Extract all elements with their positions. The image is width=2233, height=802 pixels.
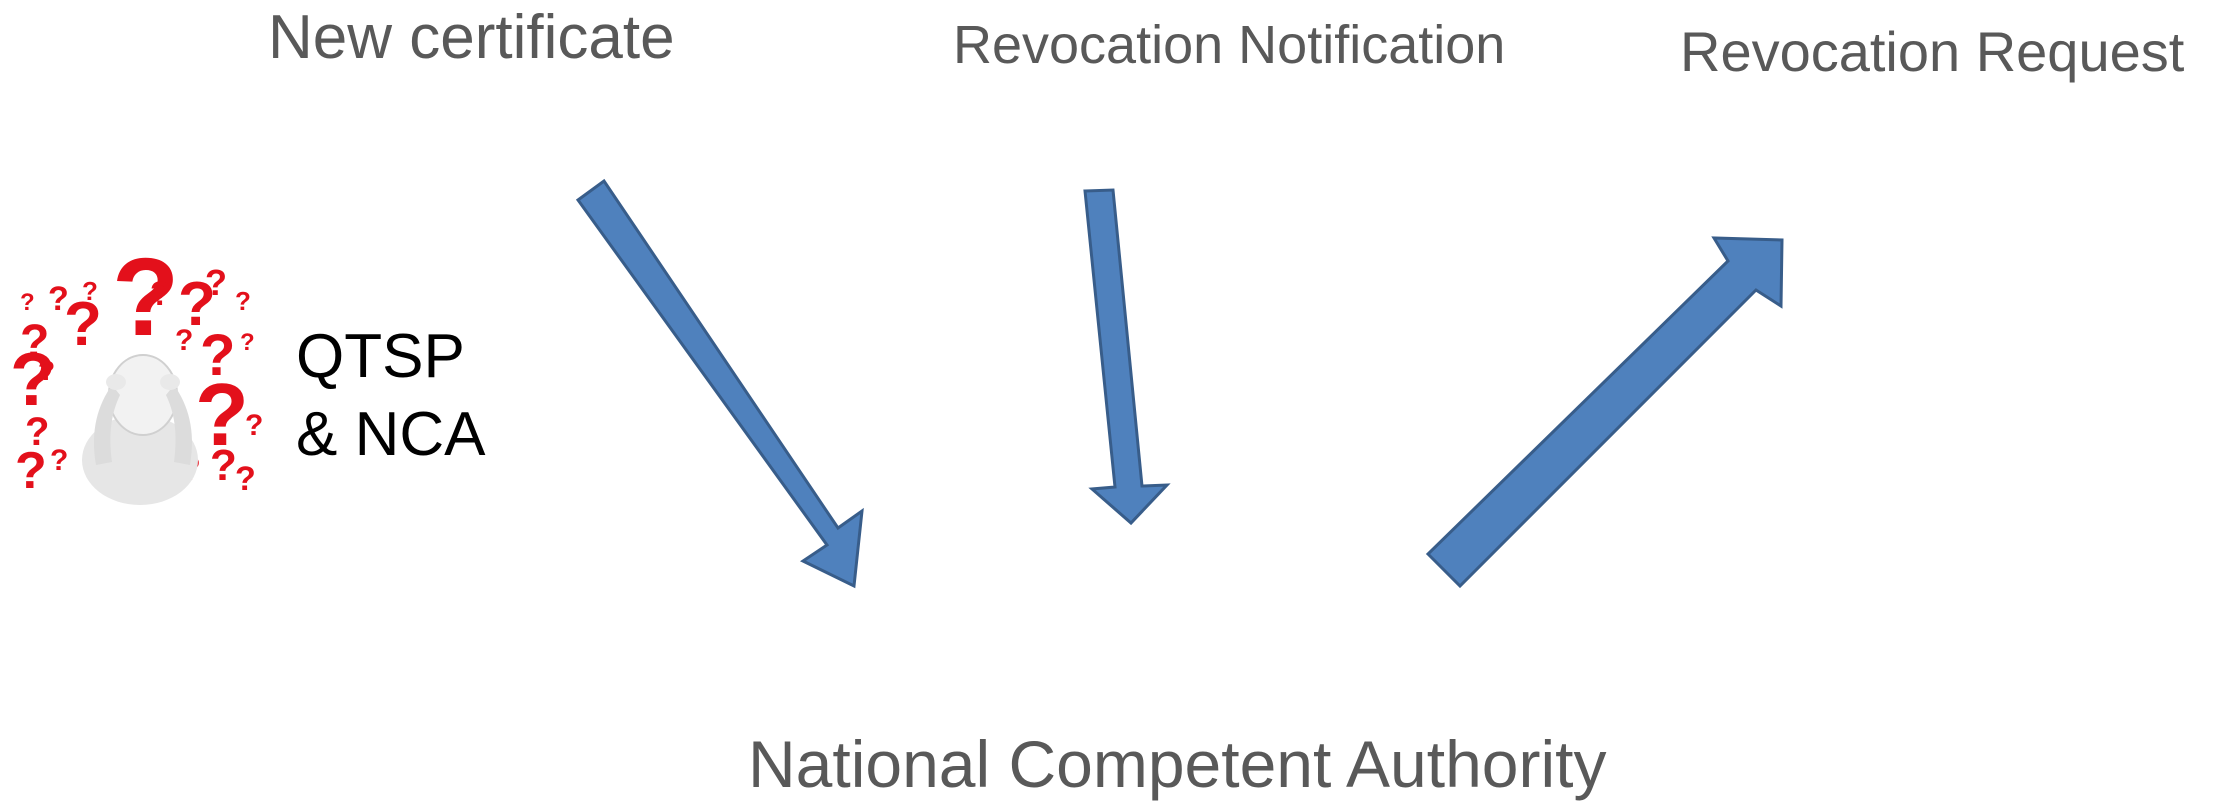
actor-label-line1: QTSP bbox=[296, 322, 465, 391]
svg-text:?: ? bbox=[235, 286, 251, 316]
svg-text:?: ? bbox=[15, 442, 47, 500]
svg-text:?: ? bbox=[112, 236, 179, 359]
svg-text:?: ? bbox=[200, 323, 235, 388]
actor-label-line2: & NCA bbox=[296, 400, 486, 469]
arrow-new-certificate bbox=[575, 178, 864, 589]
svg-text:?: ? bbox=[25, 410, 49, 454]
svg-text:?: ? bbox=[195, 365, 249, 464]
svg-text:?: ? bbox=[178, 270, 216, 339]
arrow-revocation-notification bbox=[1083, 188, 1171, 526]
label-revocation-notification: Revocation Notification bbox=[953, 15, 1506, 75]
svg-text:?: ? bbox=[10, 337, 56, 421]
actor-label: QTSP & NCA bbox=[296, 318, 485, 474]
svg-text:?: ? bbox=[20, 289, 35, 316]
svg-text:?: ? bbox=[175, 324, 193, 357]
question-marks: ? ? ? ? ? ? ? ? ? ? ? ? ? ? ? ? ? ? ? ? … bbox=[10, 236, 263, 500]
svg-text:?: ? bbox=[150, 275, 171, 313]
svg-text:?: ? bbox=[38, 355, 55, 386]
svg-text:?: ? bbox=[82, 276, 98, 306]
svg-text:?: ? bbox=[64, 290, 102, 359]
svg-text:?: ? bbox=[245, 409, 263, 442]
svg-text:?: ? bbox=[205, 262, 227, 303]
svg-text:?: ? bbox=[50, 444, 68, 477]
svg-text:?: ? bbox=[240, 329, 255, 356]
svg-text:?: ? bbox=[48, 280, 69, 318]
label-revocation-request: Revocation Request bbox=[1680, 20, 2185, 83]
person-figure bbox=[82, 354, 198, 505]
label-national-competent-authority: National Competent Authority bbox=[748, 727, 1607, 801]
svg-text:?: ? bbox=[20, 316, 49, 369]
svg-text:?: ? bbox=[210, 441, 237, 490]
confused-person-icon: ? ? ? ? ? ? ? ? ? ? ? ? ? ? ? ? ? ? ? ? … bbox=[10, 236, 263, 505]
arrow-revocation-request bbox=[1425, 236, 1784, 589]
label-new-certificate: New certificate bbox=[268, 3, 675, 72]
svg-text:?: ? bbox=[235, 460, 256, 498]
